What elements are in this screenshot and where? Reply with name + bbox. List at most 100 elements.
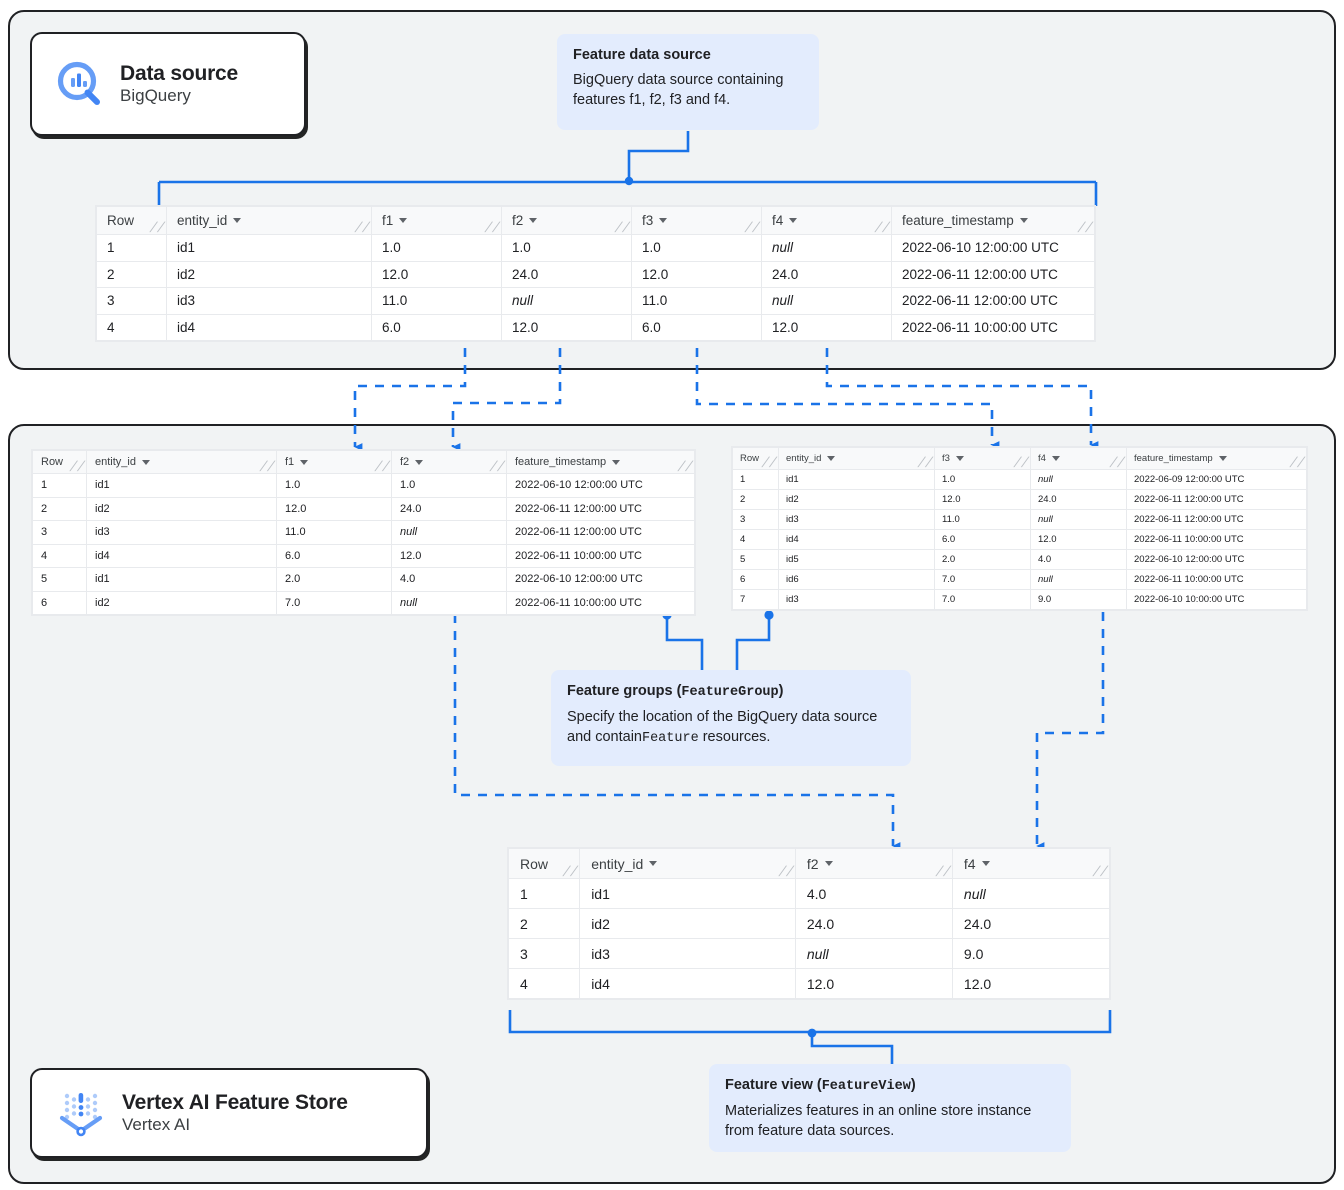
column-header-f3[interactable]: f3╱╱	[631, 206, 762, 235]
column-header-feature_timestamp[interactable]: feature_timestamp╱╱	[506, 450, 695, 474]
resize-grip-icon[interactable]: ╱╱	[69, 461, 86, 471]
cell-null: null	[951, 878, 1111, 909]
resize-grip-icon[interactable]: ╱╱	[1077, 222, 1094, 232]
cell-value: 2022-06-11 10:00:00 UTC	[506, 543, 695, 568]
column-header-f1[interactable]: f1╱╱	[276, 450, 392, 474]
chevron-down-icon[interactable]	[1019, 218, 1028, 223]
column-header-feature_timestamp[interactable]: feature_timestamp╱╱	[1126, 447, 1307, 470]
chevron-down-icon[interactable]	[1218, 456, 1227, 461]
chevron-down-icon[interactable]	[141, 459, 150, 465]
cell-row-number: 4	[96, 313, 167, 341]
column-header-feature_timestamp[interactable]: feature_timestamp╱╱	[891, 206, 1095, 235]
column-header-entity_id[interactable]: entity_id╱╱	[166, 206, 372, 235]
chevron-down-icon[interactable]	[824, 861, 833, 866]
cell-value: id3	[579, 938, 796, 969]
feature-group-2-table[interactable]: Row╱╱entity_id╱╱f3╱╱f4╱╱feature_timestam…	[732, 447, 1307, 610]
chevron-down-icon[interactable]	[233, 218, 242, 223]
column-header-f2[interactable]: f2 ╱╱	[501, 206, 632, 235]
cell-value: 2022-06-10 12:00:00 UTC	[506, 473, 695, 498]
resize-grip-icon[interactable]: ╱╱	[917, 457, 934, 467]
column-header-f4[interactable]: f4╱╱	[951, 848, 1111, 879]
table-header: Row╱╱entity_id╱╱f1╱╱f2╱╱feature_timestam…	[32, 450, 695, 474]
resize-grip-icon[interactable]: ╱╱	[354, 222, 371, 232]
cell-row-number: 6	[732, 569, 779, 590]
chevron-down-icon[interactable]	[981, 861, 990, 866]
column-header-f2[interactable]: f2╱╱	[794, 848, 953, 879]
feature-data-source-table[interactable]: Row╱╱entity_id╱╱f1╱╱f2╱╱f3╱╱f4╱╱feature_…	[96, 206, 1095, 341]
column-header-f2[interactable]: f2╱╱	[391, 450, 507, 474]
cell-value: id5	[778, 549, 935, 570]
column-header-row[interactable]: Row╱╱	[96, 206, 167, 235]
chevron-down-icon[interactable]	[1051, 456, 1060, 461]
column-header-f1[interactable]: f1 ╱╱	[371, 206, 502, 235]
chevron-down-icon[interactable]	[789, 218, 798, 223]
column-header-f4[interactable]: f4╱╱	[1030, 447, 1127, 470]
chevron-down-icon[interactable]	[827, 456, 836, 461]
chevron-down-icon[interactable]	[612, 459, 621, 465]
cell-value: 2022-06-11 12:00:00 UTC	[1126, 489, 1307, 510]
resize-grip-icon[interactable]: ╱╱	[935, 866, 952, 876]
callout-body: Specify the location of the BigQuery dat…	[567, 707, 895, 749]
column-header-entity_id[interactable]: entity_id╱╱	[86, 450, 277, 474]
resize-grip-icon[interactable]: ╱╱	[149, 222, 166, 232]
resize-grip-icon[interactable]: ╱╱	[874, 222, 891, 232]
cell-value: 2022-06-10 10:00:00 UTC	[1126, 589, 1307, 610]
column-header-row[interactable]: Row╱╱	[732, 447, 779, 470]
resize-grip-icon[interactable]: ╱╱	[778, 866, 795, 876]
chevron-down-icon[interactable]	[300, 459, 309, 465]
resize-grip-icon[interactable]: ╱╱	[1092, 866, 1109, 876]
chevron-down-icon[interactable]	[649, 861, 658, 866]
column-header-entity_id[interactable]: entity_id╱╱	[579, 848, 796, 879]
resize-grip-icon[interactable]: ╱╱	[374, 461, 391, 471]
resize-grip-icon[interactable]: ╱╱	[677, 461, 694, 471]
table-header: Row╱╱entity_id╱╱f1╱╱f2╱╱f3╱╱f4╱╱feature_…	[96, 206, 1095, 235]
resize-grip-icon[interactable]: ╱╱	[744, 222, 761, 232]
resize-grip-icon[interactable]: ╱╱	[484, 222, 501, 232]
chevron-down-icon[interactable]	[659, 218, 668, 223]
resize-grip-icon[interactable]: ╱╱	[1013, 457, 1030, 467]
resize-grip-icon[interactable]: ╱╱	[761, 457, 778, 467]
cell-value: 2022-06-09 12:00:00 UTC	[1126, 469, 1307, 490]
resize-grip-icon[interactable]: ╱╱	[614, 222, 631, 232]
resize-grip-icon[interactable]: ╱╱	[563, 866, 579, 876]
column-header-label: f2	[512, 213, 524, 228]
resize-grip-icon[interactable]: ╱╱	[1289, 457, 1306, 467]
resize-grip-icon[interactable]: ╱╱	[259, 461, 276, 471]
column-header-row[interactable]: Row╱╱	[32, 450, 87, 474]
feature-group-1-table[interactable]: Row╱╱entity_id╱╱f1╱╱f2╱╱feature_timestam…	[32, 450, 695, 615]
column-header-f3[interactable]: f3╱╱	[934, 447, 1031, 470]
chevron-down-icon[interactable]	[415, 459, 424, 465]
column-header-entity_id[interactable]: entity_id╱╱	[778, 447, 935, 470]
column-header-label: f1	[382, 213, 394, 228]
chevron-down-icon[interactable]	[399, 218, 408, 223]
chevron-down-icon[interactable]	[955, 456, 964, 461]
chevron-down-icon[interactable]	[529, 218, 538, 223]
column-header-row[interactable]: Row╱╱	[507, 848, 581, 879]
resize-grip-icon[interactable]: ╱╱	[1109, 457, 1126, 467]
resize-grip-icon[interactable]: ╱╱	[489, 461, 506, 471]
column-header-f4[interactable]: f4╱╱	[761, 206, 892, 235]
cell-null: null	[1030, 469, 1127, 490]
